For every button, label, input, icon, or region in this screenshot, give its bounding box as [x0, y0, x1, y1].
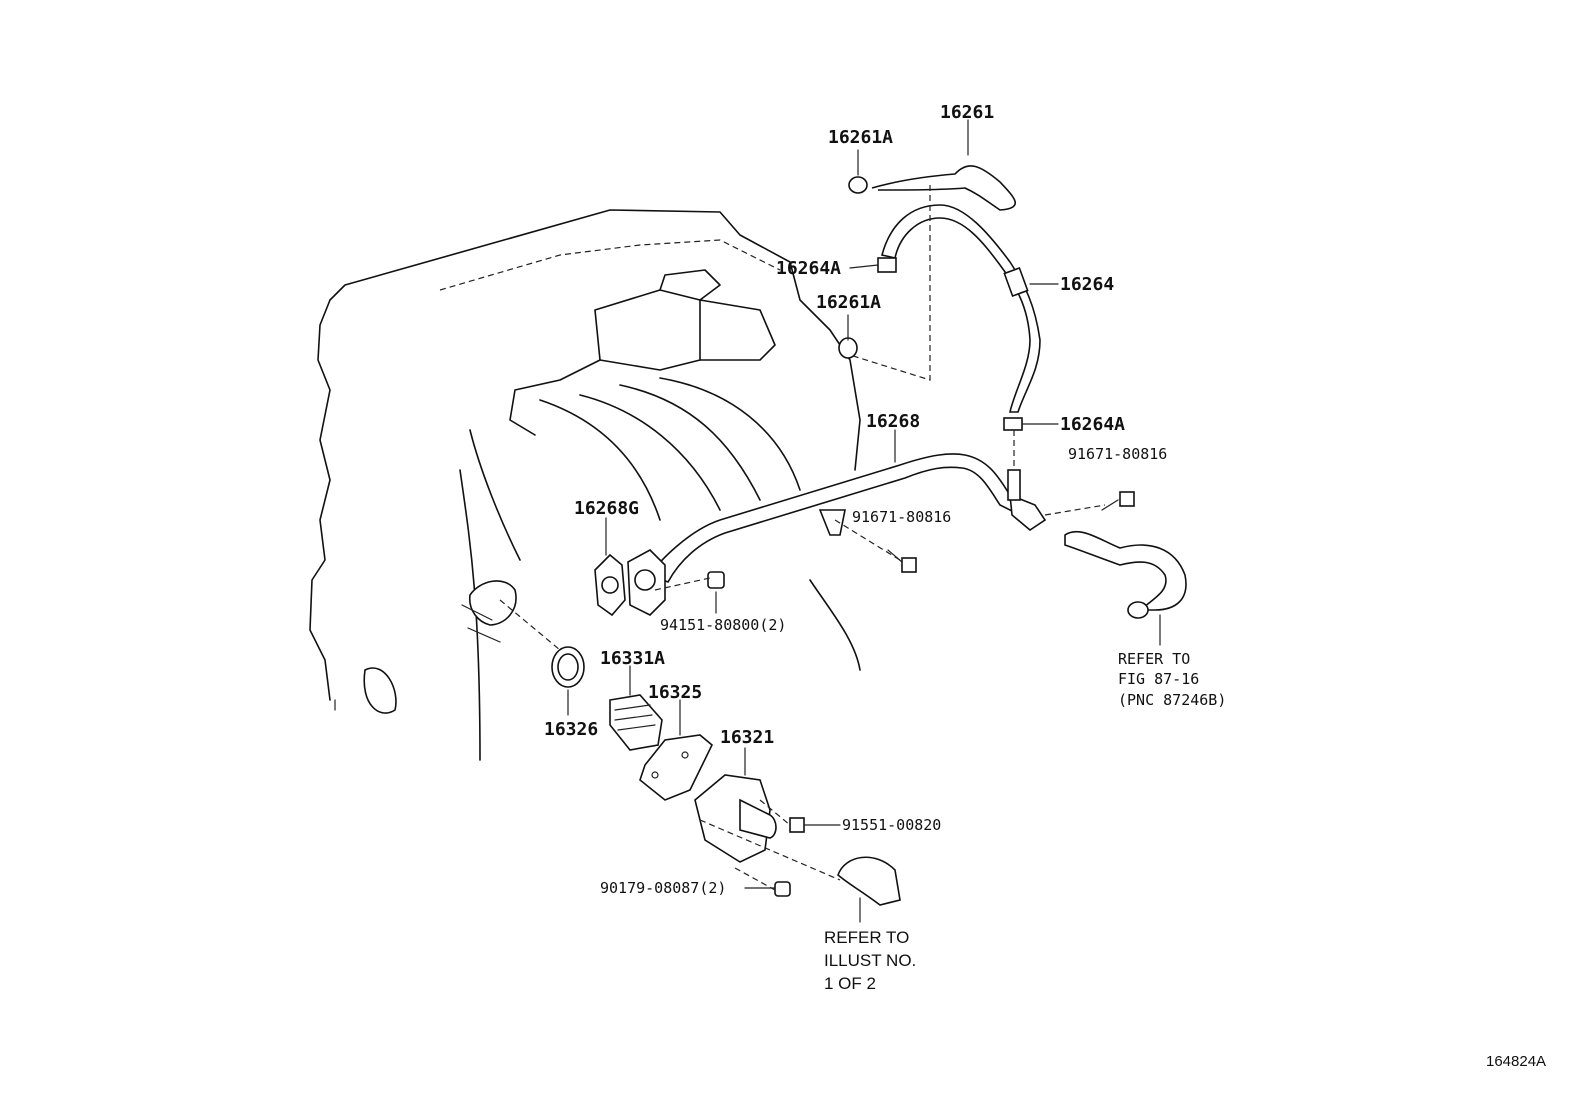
stud-bolts	[461, 580, 517, 643]
label-16264A-top: 16264A	[776, 258, 841, 279]
alignment-lines	[499, 185, 1106, 891]
leader-lines	[567, 119, 1059, 889]
engine-block	[309, 209, 861, 761]
label-16321: 16321	[720, 727, 774, 748]
label-16268: 16268	[866, 411, 920, 432]
note-refer-illust: REFER TO ILLUST NO. 1 OF 2	[824, 928, 916, 993]
label-91671-right: 91671-80816	[1068, 445, 1167, 463]
figure-id: 164824A	[1486, 1053, 1546, 1070]
note-refer-illust-line2: ILLUST NO.	[824, 951, 916, 970]
bolt-91671-mid	[887, 549, 917, 573]
nut-94151	[707, 571, 725, 589]
note-refer-illust-line1: REFER TO	[824, 928, 909, 947]
hose-16264	[877, 204, 1041, 431]
hose-refer-fig	[1064, 530, 1187, 646]
note-refer-fig-line1: REFER TO	[1118, 650, 1190, 668]
note-refer-fig: REFER TO FIG 87-16 (PNC 87246B)	[1118, 650, 1226, 709]
pipe-16268	[648, 453, 1047, 584]
bolt-91551	[789, 817, 805, 833]
hose-refer-illust	[837, 856, 901, 923]
label-16261: 16261	[940, 102, 994, 123]
bolt-91671-right	[1101, 491, 1135, 511]
note-refer-fig-line2: FIG 87-16	[1118, 670, 1199, 688]
hose-16261	[848, 165, 1016, 211]
label-16331A: 16331A	[600, 648, 665, 669]
label-16325: 16325	[648, 682, 702, 703]
gasket-16325	[639, 734, 713, 801]
nut-90179	[774, 881, 791, 897]
label-94151: 94151-80800(2)	[660, 616, 786, 634]
label-91551: 91551-00820	[842, 816, 941, 834]
label-16264A-low: 16264A	[1060, 414, 1125, 435]
label-16268G: 16268G	[574, 498, 639, 519]
label-16264: 16264	[1060, 274, 1114, 295]
label-91671-mid: 91671-80816	[852, 508, 951, 526]
thermostat-16331A	[609, 694, 663, 751]
label-16261A-mid: 16261A	[816, 292, 881, 313]
note-refer-fig-line3: (PNC 87246B)	[1118, 691, 1226, 709]
clamp-16261A-mid	[838, 337, 858, 359]
part-labels: 16261 16261A 16264A 16261A 16264 16264A …	[544, 102, 1167, 897]
label-16326: 16326	[544, 719, 598, 740]
label-90179: 90179-08087(2)	[600, 879, 726, 897]
ring-16326	[551, 646, 585, 688]
label-16261A-top: 16261A	[828, 127, 893, 148]
water-inlet-16321	[694, 774, 777, 863]
note-refer-illust-line3: 1 OF 2	[824, 974, 876, 993]
gasket-16268G	[594, 549, 666, 617]
